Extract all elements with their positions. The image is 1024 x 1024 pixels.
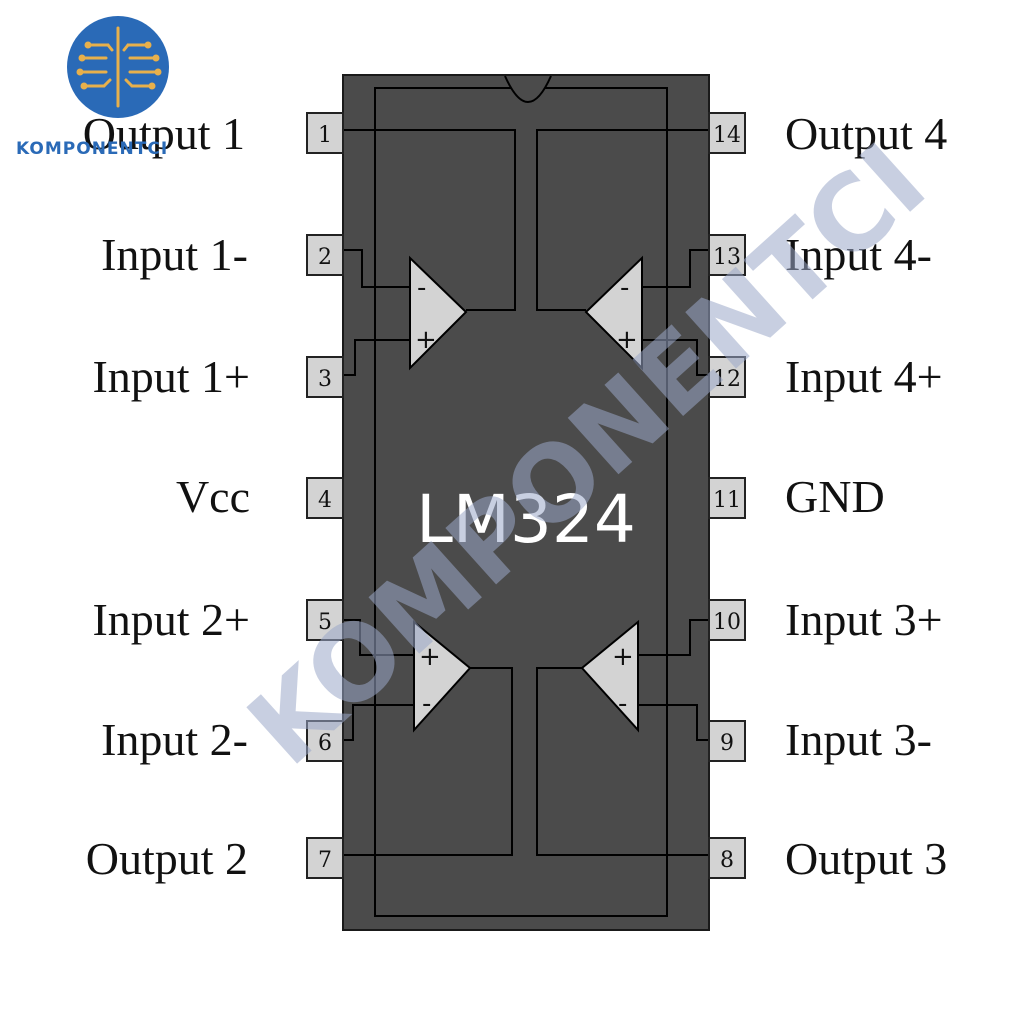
pin-2: 2 Input 1-	[101, 229, 344, 280]
pin-number: 11	[713, 488, 741, 513]
pin-number: 6	[318, 731, 332, 756]
brand-logo-text: KOMPONENTCI	[16, 139, 168, 159]
pin-11: 11 GND	[708, 471, 885, 522]
opamp-1-top-sign: -	[417, 273, 426, 303]
opamp-4: - +	[584, 255, 643, 371]
pin-label-vcc: Vcc	[176, 471, 250, 522]
pin-number: 2	[318, 245, 332, 270]
pin-8: 8 Output 3	[708, 833, 947, 884]
opamp-3-top-sign: +	[612, 642, 634, 672]
pin-number: 3	[318, 367, 332, 392]
internal-traces	[343, 129, 709, 856]
chip-body	[342, 74, 710, 931]
pin-label-gnd: GND	[785, 471, 885, 522]
pin-number: 10	[713, 610, 741, 635]
pin-number: 5	[318, 610, 332, 635]
pin-number: 8	[720, 848, 734, 873]
pin-5: 5 Input 2+	[92, 594, 344, 645]
pin-label-output-4: Output 4	[785, 108, 947, 159]
pin-label-output-2: Output 2	[86, 833, 248, 884]
pin-10: 10 Input 3+	[708, 594, 943, 645]
pin-label-input-1-plus: Input 1+	[92, 351, 250, 402]
pin-number: 7	[318, 848, 332, 873]
opamp-2-bottom-sign: -	[422, 689, 431, 719]
pin-14: 14 Output 4	[708, 108, 947, 159]
pin-13: 13 Input 4-	[708, 229, 932, 280]
pin-label-input-2-minus: Input 2-	[101, 714, 248, 765]
pin-4: 4 Vcc	[176, 471, 344, 522]
brand-logo: KOMPONENTCI	[16, 16, 169, 159]
pin-number: 4	[318, 488, 332, 513]
opamp-1-bottom-sign: +	[415, 325, 437, 355]
opamp-2-top-sign: +	[419, 642, 441, 672]
pin-7: 7 Output 2	[86, 833, 344, 884]
pin-9: 9 Input 3-	[708, 714, 932, 765]
pin-label-output-3: Output 3	[785, 833, 947, 884]
pin-label-input-3-minus: Input 3-	[785, 714, 932, 765]
pin-6: 6 Input 2-	[101, 714, 344, 765]
opamp-4-top-sign: -	[620, 273, 629, 303]
pin-number: 14	[713, 123, 741, 148]
pin-label-input-3-plus: Input 3+	[785, 594, 943, 645]
opamp-1: - +	[409, 255, 468, 371]
pin-label-input-4-plus: Input 4+	[785, 351, 943, 402]
pin-label-input-1-minus: Input 1-	[101, 229, 248, 280]
pin-number: 9	[720, 731, 734, 756]
pin-12: 12 Input 4+	[708, 351, 943, 402]
chip-title: LM324	[416, 481, 636, 558]
pin-number: 12	[713, 367, 741, 392]
pin-label-input-4-minus: Input 4-	[785, 229, 932, 280]
pin-3: 3 Input 1+	[92, 351, 344, 402]
left-pins: 1 Output 1 2 Input 1- 3 Input 1+ 4 Vcc 5…	[83, 108, 344, 884]
opamp-3: + -	[580, 619, 639, 733]
right-pins: 14 Output 4 13 Input 4- 12 Input 4+ 11 G…	[708, 108, 947, 884]
chip-notch	[504, 75, 552, 103]
pin-label-input-2-plus: Input 2+	[92, 594, 250, 645]
pin-number: 1	[318, 123, 332, 148]
opamp-4-bottom-sign: +	[616, 325, 638, 355]
pin-number: 13	[713, 245, 741, 270]
opamp-3-bottom-sign: -	[618, 689, 627, 719]
opamp-2: + -	[413, 619, 472, 733]
